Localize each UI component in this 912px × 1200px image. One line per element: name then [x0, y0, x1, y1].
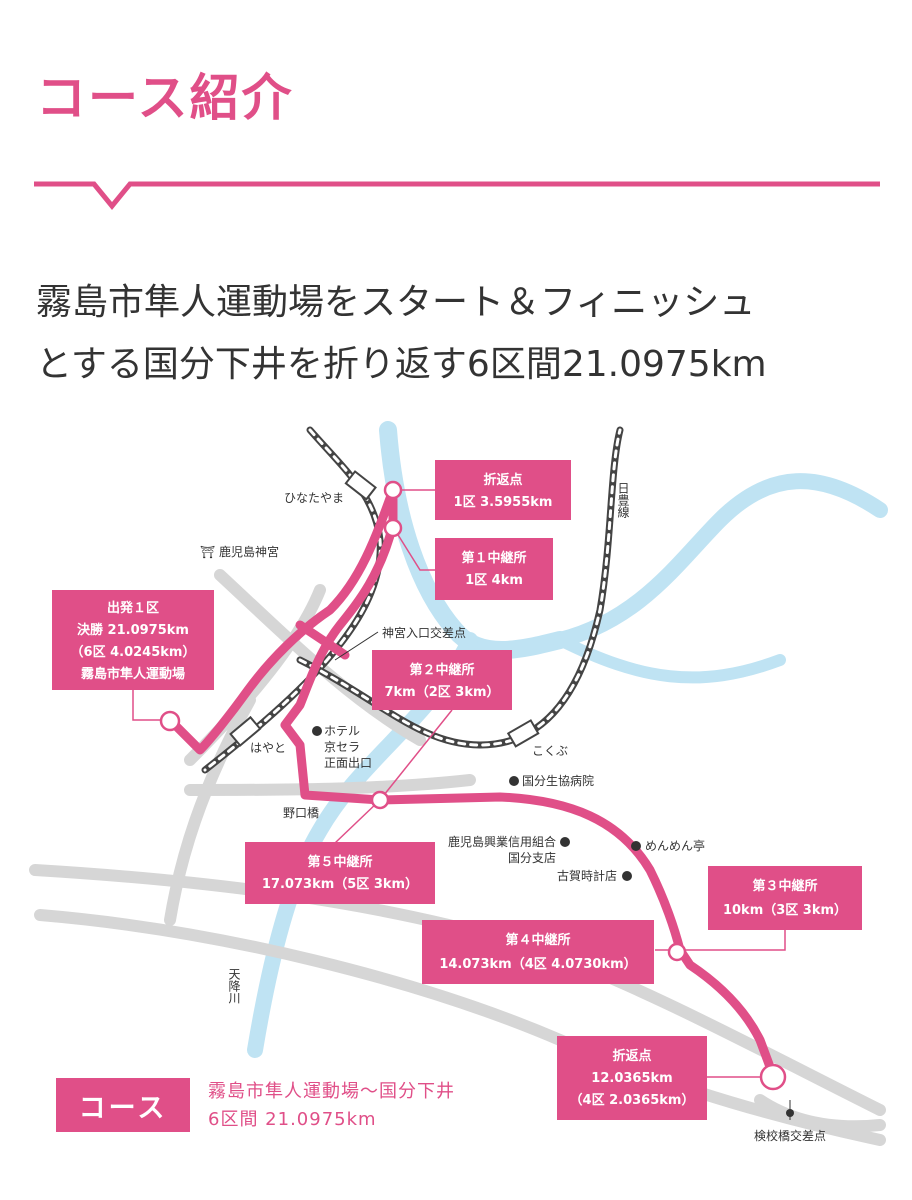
svg-text:12.0365km: 12.0365km [591, 1071, 672, 1086]
label-noguchi: 野口橋 [283, 806, 319, 820]
box-relay1: 第１中継所 1区 4km [435, 538, 553, 600]
title-divider [34, 181, 880, 210]
station-hayato [229, 715, 262, 747]
label-hotel-3: 正面出口 [324, 756, 372, 770]
svg-text:第５中継所: 第５中継所 [307, 854, 372, 870]
svg-text:第４中継所: 第４中継所 [505, 932, 570, 948]
label-bank-1: 鹿児島興業信用組合 [448, 834, 556, 849]
station-kokubu [506, 719, 540, 748]
label-hayato: はやと [250, 741, 286, 755]
label-bank-2: 国分支店 [508, 851, 556, 865]
course-map: 折返点 1区 3.5955km 第１中継所 1区 4km 出発１区 決勝 21.… [29, 421, 888, 1146]
label-nippo-line: 日豊線 [616, 482, 630, 518]
svg-text:折返点: 折返点 [612, 1048, 651, 1064]
jingu-crossing-leader [334, 631, 379, 661]
label-shrine: ⛩ 鹿児島神宮 [200, 544, 279, 559]
box-relay3: 第３中継所 10km（3区 3km） [708, 866, 862, 930]
legend-course-details: 霧島市隼人運動場〜国分下井 6区間 21.0975km [208, 1078, 455, 1134]
svg-text:第１中継所: 第１中継所 [461, 550, 526, 566]
station-hinatayama [344, 470, 377, 501]
svg-text:1区 4km: 1区 4km [465, 573, 523, 588]
label-menmen: めんめん亭 [645, 838, 705, 853]
box-relay4: 第４中継所 14.073km（4区 4.0730km） [422, 920, 654, 984]
box-turn2: 折返点 12.0365km （4区 2.0365km） [557, 1036, 707, 1120]
callout-boxes: 折返点 1区 3.5955km 第１中継所 1区 4km 出発１区 決勝 21.… [52, 460, 862, 1120]
label-hinatayama: ひなたやま [284, 491, 344, 505]
label-hotel-1: ホテル [324, 724, 360, 738]
course-markers [159, 480, 787, 1091]
callout-lines [132, 489, 786, 1078]
box-turn1: 折返点 1区 3.5955km [435, 460, 571, 520]
svg-text:14.073km（4区 4.0730km）: 14.073km（4区 4.0730km） [439, 956, 636, 972]
svg-text:7km（2区 3km）: 7km（2区 3km） [384, 684, 499, 700]
river-main [379, 421, 569, 659]
legend-line2: 6区間 21.0975km [208, 1109, 377, 1130]
svg-text:第３中継所: 第３中継所 [752, 878, 817, 894]
svg-text:1区 3.5955km: 1区 3.5955km [454, 495, 553, 510]
page-title: コース紹介 [36, 69, 294, 127]
label-kokubu: こくぶ [532, 744, 568, 758]
svg-text:出発１区: 出発１区 [107, 600, 159, 616]
landmark-dots [312, 726, 794, 1117]
course-route [165, 485, 778, 1080]
svg-text:霧島市隼人運動場: 霧島市隼人運動場 [80, 666, 185, 682]
course-description-line2: とする国分下井を折り返す6区間21.0975km [36, 344, 767, 385]
box-relay2: 第２中継所 7km（2区 3km） [372, 650, 512, 710]
label-jingu-crossing: 神宮入口交差点 [382, 625, 466, 640]
svg-text:第２中継所: 第２中継所 [409, 662, 474, 678]
label-hotel-2: 京セラ [324, 740, 360, 754]
svg-text:決勝 21.0975km: 決勝 21.0975km [77, 622, 189, 638]
svg-text:17.073km（5区 3km）: 17.073km（5区 3km） [262, 876, 418, 892]
box-start: 出発１区 決勝 21.0975km （6区 4.0245km） 霧島市隼人運動場 [52, 590, 214, 690]
label-hospital: 国分生協病院 [522, 773, 594, 788]
legend-line1: 霧島市隼人運動場〜国分下井 [208, 1081, 455, 1102]
place-labels: ひなたやま ⛩ 鹿児島神宮 神宮入口交差点 はやと こくぶ ホテル 京セラ 正面… [200, 482, 826, 1143]
label-clock: 古賀時計店 [557, 868, 617, 883]
course-description-line1: 霧島市隼人運動場をスタート＆フィニッシュ [36, 282, 756, 323]
svg-text:（4区 2.0365km）: （4区 2.0365km） [570, 1092, 695, 1108]
svg-text:折返点: 折返点 [483, 472, 522, 488]
river-east [552, 473, 888, 648]
label-kenkoubashi: 検校橋交差点 [754, 1128, 826, 1143]
label-river: 天降川 [227, 968, 241, 1004]
legend-course-label: コース [56, 1078, 190, 1132]
svg-text:（6区 4.0245km）: （6区 4.0245km） [71, 644, 196, 660]
svg-text:10km（3区 3km）: 10km（3区 3km） [723, 902, 847, 918]
course-description: 霧島市隼人運動場をスタート＆フィニッシュ とする国分下井を折り返す6区間21.0… [36, 272, 896, 396]
box-relay5: 第５中継所 17.073km（5区 3km） [245, 842, 435, 904]
